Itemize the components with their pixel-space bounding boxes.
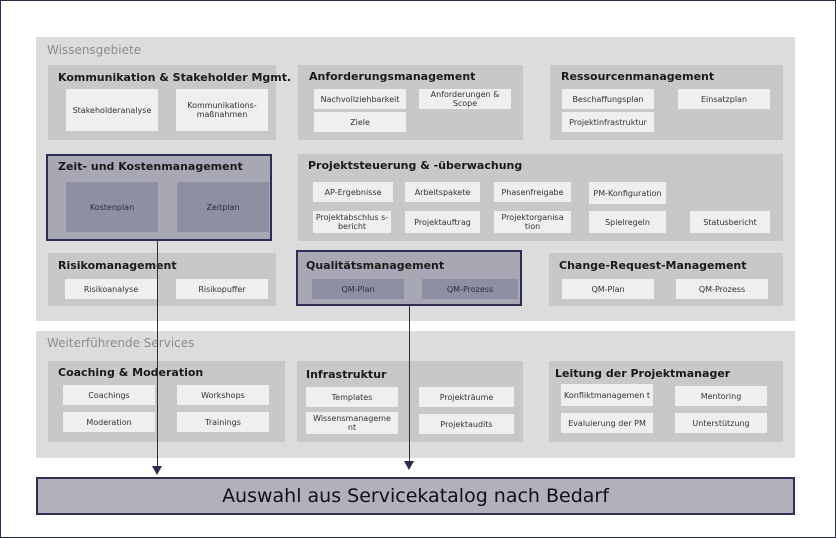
item-box: Ziele xyxy=(314,112,406,132)
item-box: QM-Plan xyxy=(312,279,404,299)
item-box: Statusbericht xyxy=(690,211,770,233)
group-title: Anforderungsmanagement xyxy=(309,70,476,83)
arrowhead-zeit-kosten xyxy=(152,466,162,475)
item-box: Zeitplan xyxy=(177,182,269,232)
item-box: Projektorganisa tion xyxy=(494,211,571,233)
item-box: Wissensmanageme nt xyxy=(306,412,398,434)
item-box: PM-Konfiguration xyxy=(589,182,666,204)
group-title: Ressourcenmanagement xyxy=(561,70,715,83)
section-title-wissensgebiete: Wissensgebiete xyxy=(47,43,142,57)
arrowhead-qualitaet xyxy=(404,461,414,470)
item-box: Projektinfrastruktur xyxy=(562,112,654,132)
item-box: QM-Prozess xyxy=(676,279,768,299)
item-box: QM-Prozess xyxy=(422,279,518,299)
group-zeit-kostenmanagement: Zeit- und Kostenmanagement Kostenplan Ze… xyxy=(46,154,272,241)
section-title-services: Weiterführende Services xyxy=(47,336,195,350)
item-box: Projektabschlus s-bericht xyxy=(313,211,391,233)
item-box: Spielregeln xyxy=(589,211,666,233)
item-box: Projektaudits xyxy=(419,414,514,434)
item-box: Nachvollziehbarkeit xyxy=(314,89,406,109)
item-box: Templates xyxy=(306,387,398,407)
connector-line-qualitaet xyxy=(409,306,410,462)
item-box: Mentoring xyxy=(675,386,767,406)
item-box: Kommunikations-maßnahmen xyxy=(176,89,268,131)
group-title: Kommunikation & Stakeholder Mgmt. xyxy=(58,71,292,84)
group-infrastruktur: Infrastruktur Templates Projekträume Wis… xyxy=(297,361,523,442)
item-box: Beschaffungsplan xyxy=(562,89,654,109)
group-change-request-management: Change-Request-Management QM-Plan QM-Pro… xyxy=(549,253,783,306)
item-box: Arbeitspakete xyxy=(405,182,480,202)
group-title: Leitung der Projektmanager xyxy=(555,367,731,380)
group-coaching-moderation: Coaching & Moderation Coachings Workshop… xyxy=(48,361,285,442)
item-box: Konfliktmanagemen t xyxy=(561,384,653,406)
item-box: Anforderungen & Scope xyxy=(419,89,511,109)
group-title: Infrastruktur xyxy=(306,368,387,381)
group-ressourcenmanagement: Ressourcenmanagement Beschaffungsplan Ei… xyxy=(550,65,783,140)
group-leitung-projektmanager: Leitung der Projektmanager Konfliktmanag… xyxy=(549,361,783,442)
group-title: Projektsteuerung & -überwachung xyxy=(308,159,523,172)
item-box: Moderation xyxy=(63,412,155,432)
item-box: Trainings xyxy=(177,412,269,432)
item-box: Evaluierung der PM xyxy=(561,413,653,433)
item-box: Phasenfreigabe xyxy=(494,182,571,202)
group-qualitaetsmanagement: Qualitätsmanagement QM-Plan QM-Prozess xyxy=(296,250,522,306)
item-box: Projektauftrag xyxy=(405,211,480,233)
item-box: Einsatzplan xyxy=(678,89,770,109)
group-risikomanagement: Risikomanagement Risikoanalyse Risikopuf… xyxy=(48,253,276,306)
servicekatalog-bar: Auswahl aus Servicekatalog nach Bedarf xyxy=(36,477,795,515)
item-box: Projekträume xyxy=(419,387,514,407)
group-title: Zeit- und Kostenmanagement xyxy=(58,160,243,173)
item-box: Workshops xyxy=(177,385,269,405)
item-box: Kostenplan xyxy=(66,182,158,232)
connector-line-zeit-kosten xyxy=(157,241,158,467)
group-title: Risikomanagement xyxy=(58,259,177,272)
group-title: Qualitätsmanagement xyxy=(306,259,445,272)
item-box: Risikoanalyse xyxy=(65,279,157,299)
item-box: Stakeholderanalyse xyxy=(66,89,158,131)
group-kommunikation: Kommunikation & Stakeholder Mgmt. Stakeh… xyxy=(48,65,291,140)
group-anforderungsmanagement: Anforderungsmanagement Nachvollziehbarke… xyxy=(298,65,523,140)
item-box: Risikopuffer xyxy=(176,279,268,299)
group-projektsteuerung: Projektsteuerung & -überwachung AP-Ergeb… xyxy=(298,154,783,241)
group-title: Coaching & Moderation xyxy=(58,366,204,379)
item-box: Unterstützung xyxy=(675,413,767,433)
group-title: Change-Request-Management xyxy=(559,259,747,272)
item-box: AP-Ergebnisse xyxy=(313,182,393,202)
item-box: QM-Plan xyxy=(562,279,654,299)
item-box: Coachings xyxy=(63,385,155,405)
